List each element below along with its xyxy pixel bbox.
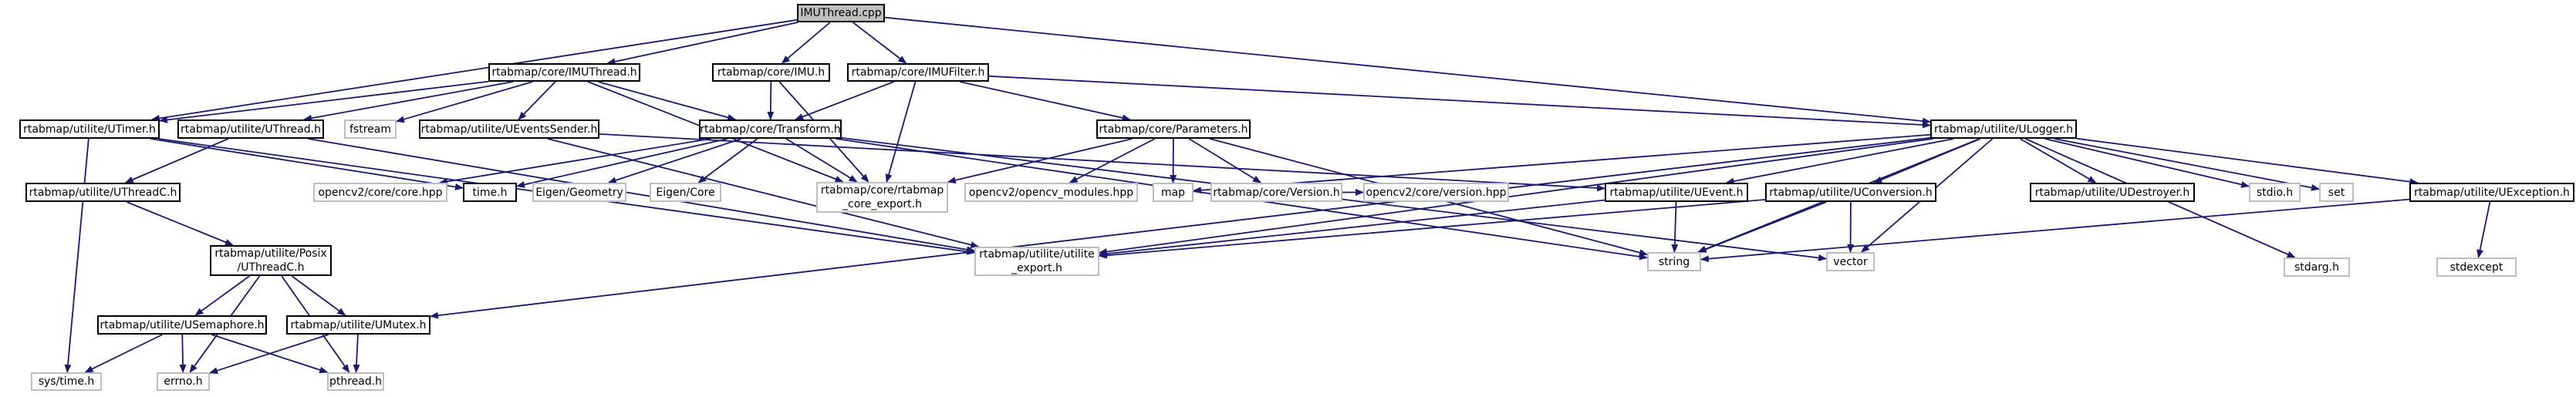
edge-usemaphore-errno: [179, 334, 187, 373]
node-stdio: stdio.h: [2249, 183, 2301, 202]
edge-imufilter_h-transform: [795, 81, 895, 120]
node-stdarg: stdarg.h: [2284, 257, 2350, 277]
node-udestroyer[interactable]: rtabmap/utilite/UDestroyer.h: [2030, 183, 2195, 202]
edge-ulogger-uexception: [2076, 137, 2419, 186]
edge-cpp-imufilter_h: [852, 22, 907, 64]
node-imuthread_h[interactable]: rtabmap/core/IMUThread.h: [488, 63, 640, 82]
edge-imuthread_h-uthread: [303, 81, 514, 122]
edge-uconversion-string: [1697, 201, 1827, 253]
edge-imuthread_h-utimer: [159, 80, 489, 123]
node-stdexcept: stdexcept: [2436, 257, 2517, 277]
edge-transform-corehpp: [439, 138, 711, 185]
edge-transform-eigengeom: [607, 138, 742, 184]
edge-cpp-utimer: [150, 19, 798, 122]
edge-uthread-uthreadc: [124, 138, 229, 183]
edge-transform-timeh: [516, 138, 728, 188]
node-systime: sys/time.h: [31, 372, 102, 391]
edge-parameters-version: [1188, 138, 1262, 183]
node-utimer[interactable]: rtabmap/utilite/UTimer.h: [19, 119, 160, 139]
node-uexception[interactable]: rtabmap/utilite/UException.h: [2409, 183, 2574, 202]
edge-uconversion-uexport: [1099, 199, 1766, 259]
edge-uevent-uexport: [1099, 199, 1605, 257]
edge-imuthread_h-ueventssender: [518, 81, 556, 120]
edge-ulogger-umutex: [430, 136, 1931, 319]
node-errno: errno.h: [157, 372, 210, 391]
node-uthreadc[interactable]: rtabmap/utilite/UThreadC.h: [25, 183, 181, 202]
edge-utimer-systime: [64, 138, 89, 373]
node-eigengeom: Eigen/Geometry: [532, 183, 626, 202]
edge-imufilter_h-parameters: [959, 81, 1131, 122]
node-imu_h[interactable]: rtabmap/core/IMU.h: [712, 63, 830, 82]
node-uconversion[interactable]: rtabmap/utilite/UConversion.h: [1765, 183, 1936, 202]
node-ueventssender[interactable]: rtabmap/utilite/UEventsSender.h: [419, 119, 599, 139]
edge-umutex-errno: [209, 334, 329, 375]
node-uexport: rtabmap/utilite/utilite _export.h: [974, 247, 1099, 276]
edge-ulogger-uevent: [1725, 138, 1954, 185]
edge-utimer-timeh: [150, 138, 464, 190]
node-string: string: [1647, 252, 1701, 271]
edge-imufilter_h-ulogger: [988, 75, 1931, 129]
node-ulogger[interactable]: rtabmap/utilite/ULogger.h: [1930, 119, 2077, 139]
edge-cpp-ulogger: [884, 16, 1931, 125]
node-set: set: [2319, 183, 2354, 202]
edge-ueventssender-uevent: [599, 133, 1605, 192]
edge-cpp-imu_h: [781, 22, 831, 64]
edge-parameters-core_export: [947, 138, 1133, 184]
node-map: map: [1153, 183, 1193, 202]
edge-ulogger-set: [2054, 138, 2320, 191]
node-pthread: pthread.h: [327, 372, 384, 391]
node-cvversion: opencv2/core/version.hpp: [1363, 183, 1509, 202]
edge-transform-eigencore: [697, 138, 758, 183]
edge-ulogger-uexport: [1099, 138, 1933, 256]
node-timeh[interactable]: time.h: [463, 183, 517, 202]
edge-ueventssender-uexport: [547, 138, 980, 248]
node-imufilter_h[interactable]: rtabmap/core/IMUFilter.h: [847, 63, 989, 82]
edge-umutex-pthread: [353, 334, 360, 373]
node-posix[interactable]: rtabmap/utilite/Posix /UThreadC.h: [210, 245, 332, 276]
node-modules: opencv2/opencv_modules.hpp: [964, 183, 1138, 202]
edge-uexception-stdexcept: [2476, 201, 2491, 258]
edge-uevent-string: [1671, 201, 1679, 253]
node-umutex[interactable]: rtabmap/utilite/UMutex.h: [286, 315, 430, 335]
edge-transform-core_export: [785, 138, 858, 183]
edge-posix-umutex: [291, 275, 346, 316]
node-uevent[interactable]: rtabmap/utilite/UEvent.h: [1605, 183, 1748, 202]
edge-ulogger-map: [1193, 133, 1931, 194]
edge-imuthread_h-fstream: [396, 81, 533, 123]
edge-imuthread_h-transform: [597, 81, 737, 121]
edge-uthread-uexport: [308, 138, 975, 254]
edge-imufilter_h-core_export: [885, 81, 917, 183]
edge-uexception-string: [1700, 198, 2410, 263]
edge-usemaphore-systime: [84, 334, 163, 373]
node-corehpp: opencv2/core/core.hpp: [313, 183, 447, 202]
node-cpp[interactable]: IMUThread.cpp: [797, 4, 885, 22]
node-fstream: fstream: [344, 119, 397, 139]
edge-ulogger-stdio: [2044, 138, 2250, 188]
node-usemaphore[interactable]: rtabmap/utilite/USemaphore.h: [97, 315, 267, 335]
node-core_export: rtabmap/core/rtabmap _core_export.h: [816, 182, 948, 213]
node-eigencore: Eigen/Core: [650, 183, 721, 202]
node-transform[interactable]: rtabmap/core/Transform.h: [699, 119, 842, 139]
node-version: rtabmap/core/Version.h: [1210, 183, 1342, 202]
node-vector: vector: [1826, 252, 1875, 271]
edge-uthreadc-posix: [126, 201, 234, 246]
node-parameters[interactable]: rtabmap/core/Parameters.h: [1096, 119, 1251, 139]
edge-posix-usemaphore: [194, 275, 250, 316]
node-uthread[interactable]: rtabmap/utilite/UThread.h: [177, 119, 324, 139]
edge-ulogger-udestroyer: [2020, 138, 2097, 183]
edge-cpp-imuthread_h: [606, 22, 798, 66]
